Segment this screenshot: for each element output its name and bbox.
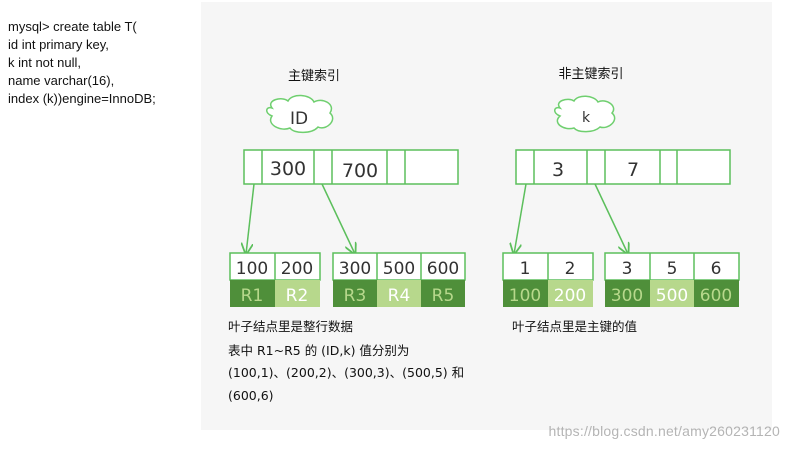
- leaf-id: 100: [509, 286, 541, 306]
- secondary-cloud: k: [554, 95, 616, 133]
- primary-root-key: 300: [270, 158, 306, 180]
- leaf-key: 100: [236, 259, 268, 279]
- primary-leaf-right: [332, 252, 466, 307]
- watermark: https://blog.csdn.net/amy260231120: [548, 423, 780, 439]
- primary-caption-line: (100,1)、(200,2)、(300,3)、(500,5) 和: [228, 365, 464, 380]
- secondary-leaf-left: [502, 252, 594, 307]
- leaf-key: 300: [339, 259, 371, 279]
- leaf-id: 500: [656, 286, 688, 306]
- primary-caption-line: 叶子结点里是整行数据: [228, 319, 353, 334]
- leaf-key: 3: [622, 259, 633, 279]
- leaf-id: 600: [700, 286, 732, 306]
- secondary-index-title: 非主键索引: [558, 67, 623, 82]
- pointer-arrow: [246, 183, 255, 254]
- primary-cloud-label: ID: [290, 109, 308, 129]
- leaf-key: 600: [427, 259, 459, 279]
- primary-caption-line: 表中 R1~R5 的 (ID,k) 值分别为: [228, 343, 409, 358]
- sql-line: k int not null,: [8, 55, 81, 70]
- secondary-leaf-right: [604, 252, 740, 307]
- sql-create-table: mysql> create table T( id int primary ke…: [8, 18, 156, 108]
- leaf-row: R1: [241, 286, 264, 306]
- leaf-row: R2: [286, 286, 309, 306]
- leaf-id: 200: [554, 286, 586, 306]
- leaf-key: 200: [281, 259, 313, 279]
- leaf-key: 500: [383, 259, 415, 279]
- pointer-arrow: [321, 183, 355, 254]
- diagram-panel: [201, 2, 772, 430]
- cloud-icon: [266, 94, 334, 134]
- primary-root-node: [243, 149, 459, 185]
- secondary-cloud-label: k: [582, 110, 591, 126]
- sql-line: mysql> create table T(: [8, 19, 137, 34]
- secondary-root-node: [515, 149, 731, 185]
- cloud-icon: [554, 95, 616, 133]
- leaf-id: 300: [611, 286, 643, 306]
- leaf-key: 1: [520, 259, 531, 279]
- primary-root-key: 700: [342, 160, 378, 182]
- leaf-key: 5: [667, 259, 678, 279]
- primary-leaf-left: [229, 252, 321, 307]
- primary-cloud: ID: [266, 94, 334, 134]
- secondary-caption-line: 叶子结点里是主键的值: [512, 319, 637, 334]
- secondary-root-key: 3: [552, 159, 564, 181]
- leaf-row: R4: [388, 286, 411, 306]
- sql-line: name varchar(16),: [8, 73, 115, 88]
- pointer-arrow: [514, 183, 527, 254]
- sql-line: id int primary key,: [8, 37, 109, 52]
- leaf-key: 6: [711, 259, 722, 279]
- leaf-row: R5: [432, 286, 455, 306]
- pointer-arrow: [594, 183, 628, 254]
- primary-caption-line: (600,6): [228, 388, 274, 403]
- primary-index-title: 主键索引: [288, 69, 340, 84]
- leaf-key: 2: [565, 259, 576, 279]
- sql-line: index (k))engine=InnoDB;: [8, 91, 156, 106]
- leaf-row: R3: [344, 286, 367, 306]
- secondary-root-key: 7: [627, 159, 639, 181]
